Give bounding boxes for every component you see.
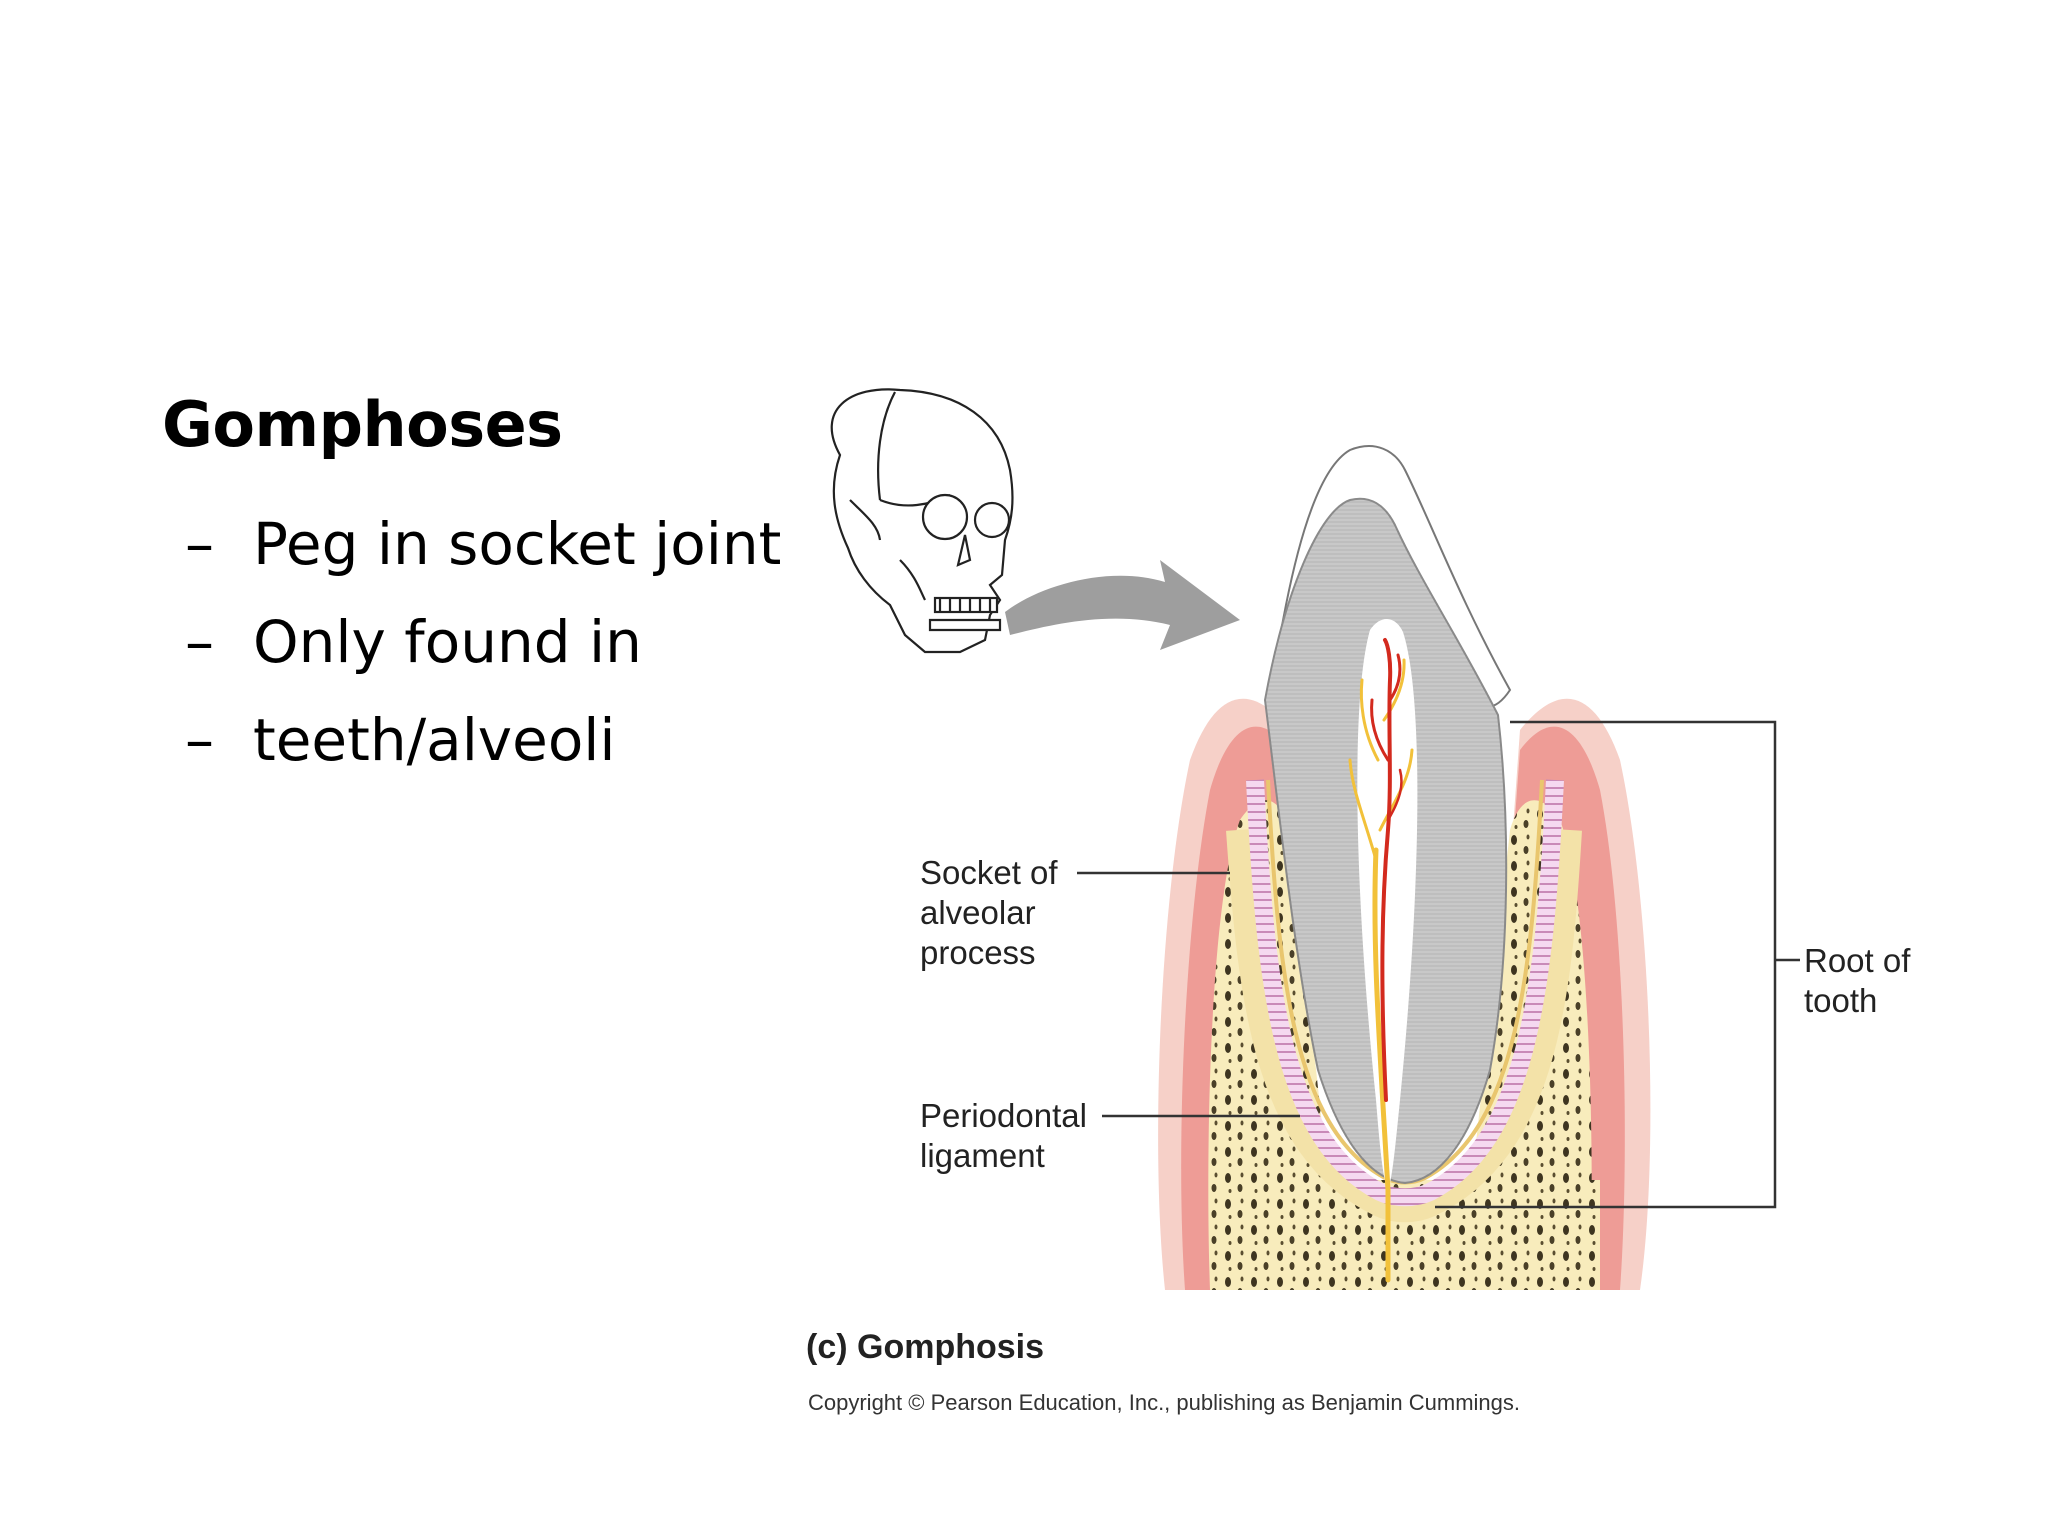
bullet-dash: – — [185, 510, 214, 578]
socket-of-alveolar-process-label: Socket of alveolar process — [920, 854, 1058, 971]
figure-caption: (c) Gomphosis — [806, 1328, 1045, 1366]
arrow-icon — [1005, 560, 1240, 650]
bullet-text: Only found in — [253, 608, 642, 676]
skull-icon — [830, 388, 1014, 654]
leader-lines — [1077, 720, 1800, 1209]
bullet-text: Peg in socket joint — [253, 510, 782, 578]
slide-title: Gomphoses — [162, 388, 563, 461]
copyright-note: Copyright © Pearson Education, Inc., pub… — [808, 1390, 1521, 1415]
bullet-list: – Peg in socket joint – Only found in – … — [185, 495, 781, 789]
periodontal-ligament-label: Periodontal ligament — [920, 1097, 1087, 1174]
gomphosis-illustration — [830, 388, 1800, 1290]
bullet-dash: – — [185, 706, 214, 774]
bullet-item: – Only found in — [185, 593, 781, 691]
bullet-text: teeth/alveoli — [253, 706, 616, 774]
root-of-tooth-label: Root of tooth — [1804, 942, 1911, 1019]
bullet-dash: – — [185, 608, 214, 676]
bullet-item: – Peg in socket joint — [185, 495, 781, 593]
bullet-item: – teeth/alveoli — [185, 691, 781, 789]
pulp-cavity — [1357, 618, 1418, 1190]
periodontal-ligament — [1246, 779, 1564, 1207]
pulp-vessels — [1348, 638, 1414, 1283]
